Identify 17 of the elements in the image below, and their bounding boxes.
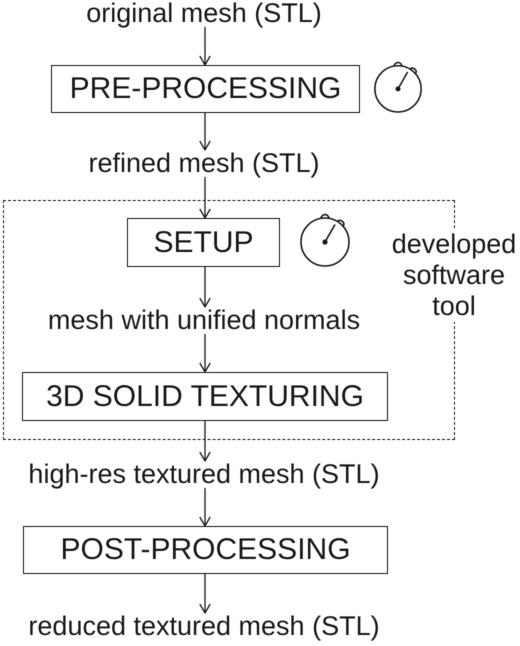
arrow — [199, 267, 211, 308]
arrow — [199, 574, 211, 614]
process-box: SETUP — [127, 218, 280, 267]
arrow — [199, 177, 211, 219]
arrow — [199, 113, 211, 151]
arrow — [199, 421, 211, 462]
arrow — [199, 488, 211, 527]
process-box: 3D SOLID TEXTURING — [22, 372, 388, 421]
process-box: PRE-PROCESSING — [51, 65, 360, 113]
arrow — [199, 334, 211, 373]
data-label: high-res textured mesh (STL) — [28, 461, 380, 488]
arrow — [199, 27, 211, 66]
data-label: refined mesh (STL) — [88, 150, 320, 177]
data-label: reduced textured mesh (STL) — [28, 613, 380, 640]
data-label: mesh with unified normals — [48, 307, 360, 334]
data-label: original mesh (STL) — [86, 0, 322, 27]
process-box: POST-PROCESSING — [23, 526, 388, 574]
